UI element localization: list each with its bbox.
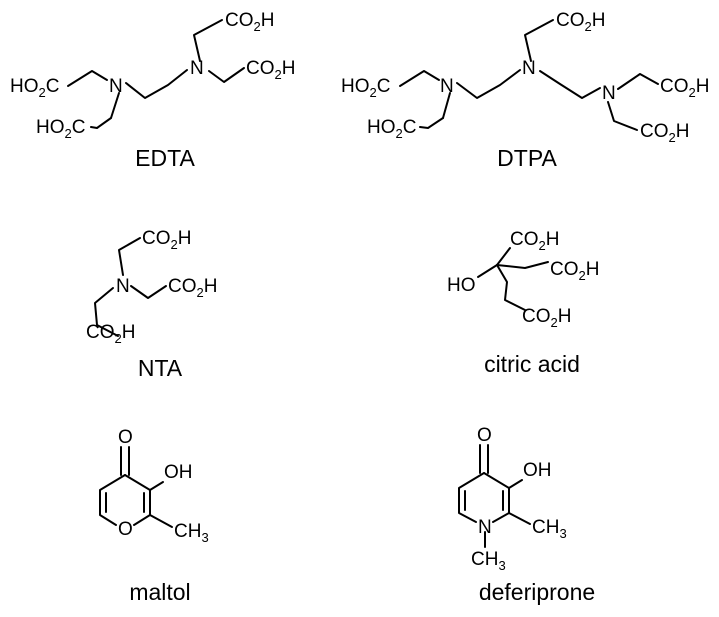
co2h-group-right: CO2H xyxy=(168,276,217,300)
molecule-name-dtpa: DTPA xyxy=(497,145,557,171)
molecule-name-nta: NTA xyxy=(138,355,183,381)
molecule-name-maltol: maltol xyxy=(129,579,190,605)
co2h-group-lower-right: CO2H xyxy=(640,121,689,145)
co2h-group-right: CO2H xyxy=(660,76,709,100)
ho2c-group-lower: HO2C xyxy=(36,117,85,141)
co2h-group-top: CO2H xyxy=(225,10,274,34)
co2h-group-top: CO2H xyxy=(510,229,559,253)
molecule-maltol: O OH O CH3 maltol xyxy=(99,427,209,605)
ring-nitrogen: N xyxy=(478,517,492,538)
carbonyl-oxygen: O xyxy=(118,427,133,448)
ho2c-group-lower: HO2C xyxy=(367,117,416,141)
methyl-group-carbon: CH3 xyxy=(532,517,567,541)
molecule-name-edta: EDTA xyxy=(135,145,195,171)
nitrogen-atom-1: N xyxy=(109,76,123,97)
molecule-name-deferiprone: deferiprone xyxy=(479,579,595,605)
molecule-citric-acid: CO2H CO2H HO CO2H citric acid xyxy=(447,229,599,377)
methyl-group-nitrogen: CH3 xyxy=(471,549,506,573)
nitrogen-atom-2: N xyxy=(190,58,204,79)
co2h-group-right: CO2H xyxy=(550,259,599,283)
co2h-group-top: CO2H xyxy=(142,228,191,252)
nitrogen-atom: N xyxy=(116,276,130,297)
hydroxyl-group: HO xyxy=(447,275,476,296)
molecule-name-citric-acid: citric acid xyxy=(484,351,580,377)
nitrogen-atom-1: N xyxy=(440,76,454,97)
molecule-edta: HO2C N N HO2C CO2H CO2H EDTA xyxy=(10,10,295,171)
carbonyl-oxygen: O xyxy=(477,425,492,446)
ring-oxygen: O xyxy=(118,519,133,540)
hydroxyl-group: OH xyxy=(523,460,552,481)
co2h-group-top: CO2H xyxy=(556,10,605,34)
co2h-group-lower: CO2H xyxy=(522,306,571,330)
molecule-nta: N CO2H CO2H CO2H NTA xyxy=(86,228,217,381)
ho2c-group-left: HO2C xyxy=(10,76,59,100)
nitrogen-atom-2: N xyxy=(522,58,536,79)
molecule-dtpa: HO2C N N N HO2C CO2H CO2H CO2H DTPA xyxy=(341,10,709,171)
molecule-deferiprone: O OH N CH3 CH3 deferiprone xyxy=(458,425,595,605)
methyl-group: CH3 xyxy=(174,521,209,545)
hydroxyl-group: OH xyxy=(164,462,193,483)
co2h-group-lower: CO2H xyxy=(86,322,135,346)
co2h-group-right: CO2H xyxy=(246,58,295,82)
nitrogen-atom-3: N xyxy=(602,83,616,104)
ho2c-group-left: HO2C xyxy=(341,76,390,100)
